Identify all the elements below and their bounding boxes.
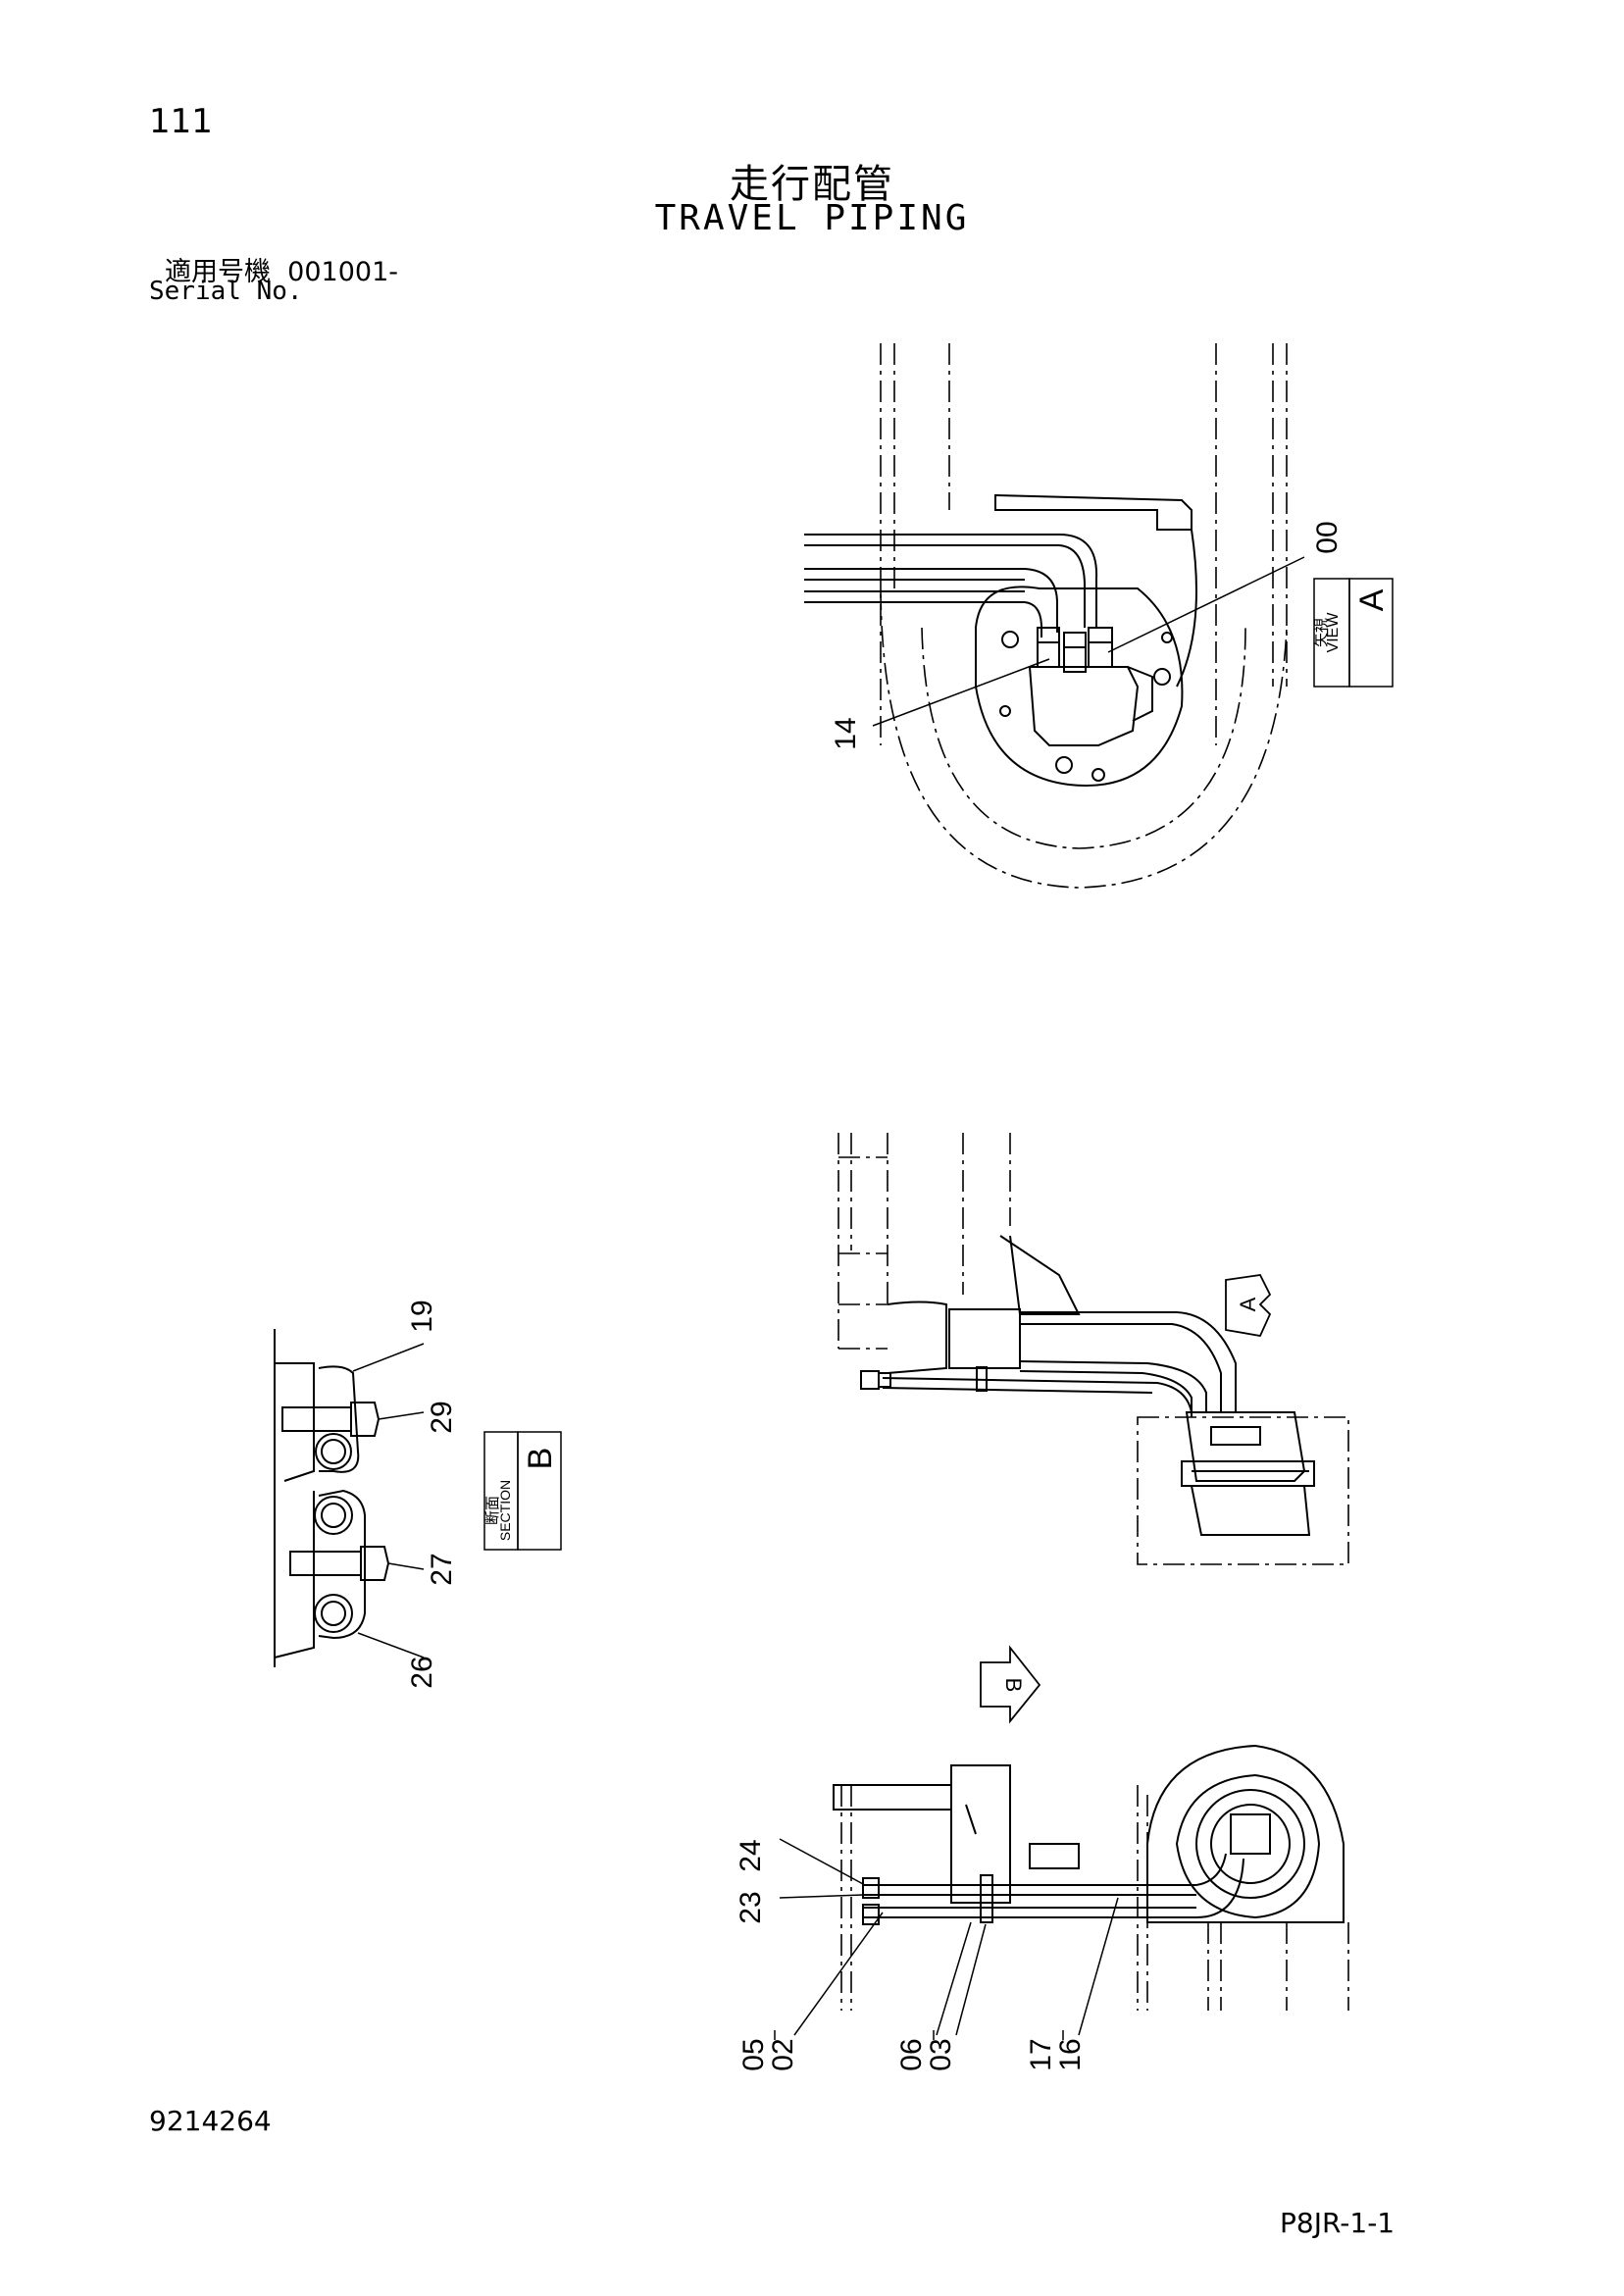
arrow-a-letter: A — [1236, 1297, 1260, 1311]
page-number: 111 — [149, 102, 213, 141]
title-english: TRAVEL PIPING — [654, 198, 970, 238]
callout-27: 27 — [426, 1553, 458, 1585]
callout-16: 16 — [1054, 2038, 1087, 2070]
callout-17: 17 — [1025, 2038, 1057, 2070]
serial-value: 001001- — [287, 257, 398, 287]
section-b-letter: B — [522, 1448, 559, 1470]
arrow-b: B — [980, 1645, 1041, 1724]
serial-label-en: Serial No. — [149, 277, 303, 306]
serial-label-jp: 適用号機 — [165, 257, 271, 287]
side-view-drawing — [837, 1133, 1349, 1565]
callout-06: 06 — [895, 2038, 928, 2070]
callout-14: 14 — [830, 717, 862, 749]
view-a-letter: A — [1353, 588, 1391, 611]
callout-03: 03 — [925, 2038, 957, 2070]
callout-23: 23 — [735, 1891, 767, 1923]
callout-02: 02 — [767, 2038, 799, 2070]
view-a-label-box: VIEW 矢視 A — [1313, 578, 1394, 688]
callout-29: 29 — [426, 1401, 458, 1433]
view-a-drawing — [804, 343, 1305, 889]
footer-code: P8JR-1-1 — [1280, 2207, 1396, 2239]
callout-24: 24 — [735, 1839, 767, 1871]
section-b-drawing — [274, 1329, 425, 1667]
section-b-label-box: SECTION 断面 B — [483, 1431, 562, 1551]
document-number: 9214264 — [149, 2105, 272, 2137]
section-b-label-en: SECTION — [497, 1480, 513, 1541]
bottom-view-drawing — [779, 1744, 1349, 2036]
view-a-label-jp: 矢視 — [1313, 618, 1330, 647]
callout-00: 00 — [1311, 521, 1344, 553]
view-a-label-en: VIEW — [1325, 612, 1342, 653]
title-japanese: 走行配管 — [730, 162, 894, 207]
serial-line: 適用号機 001001- — [165, 250, 398, 288]
callout-05: 05 — [737, 2038, 770, 2070]
section-b-label-jp: 断面 — [484, 1496, 501, 1525]
arrow-b-letter: B — [1001, 1678, 1026, 1693]
callout-19: 19 — [406, 1300, 438, 1332]
callout-26: 26 — [406, 1656, 438, 1688]
